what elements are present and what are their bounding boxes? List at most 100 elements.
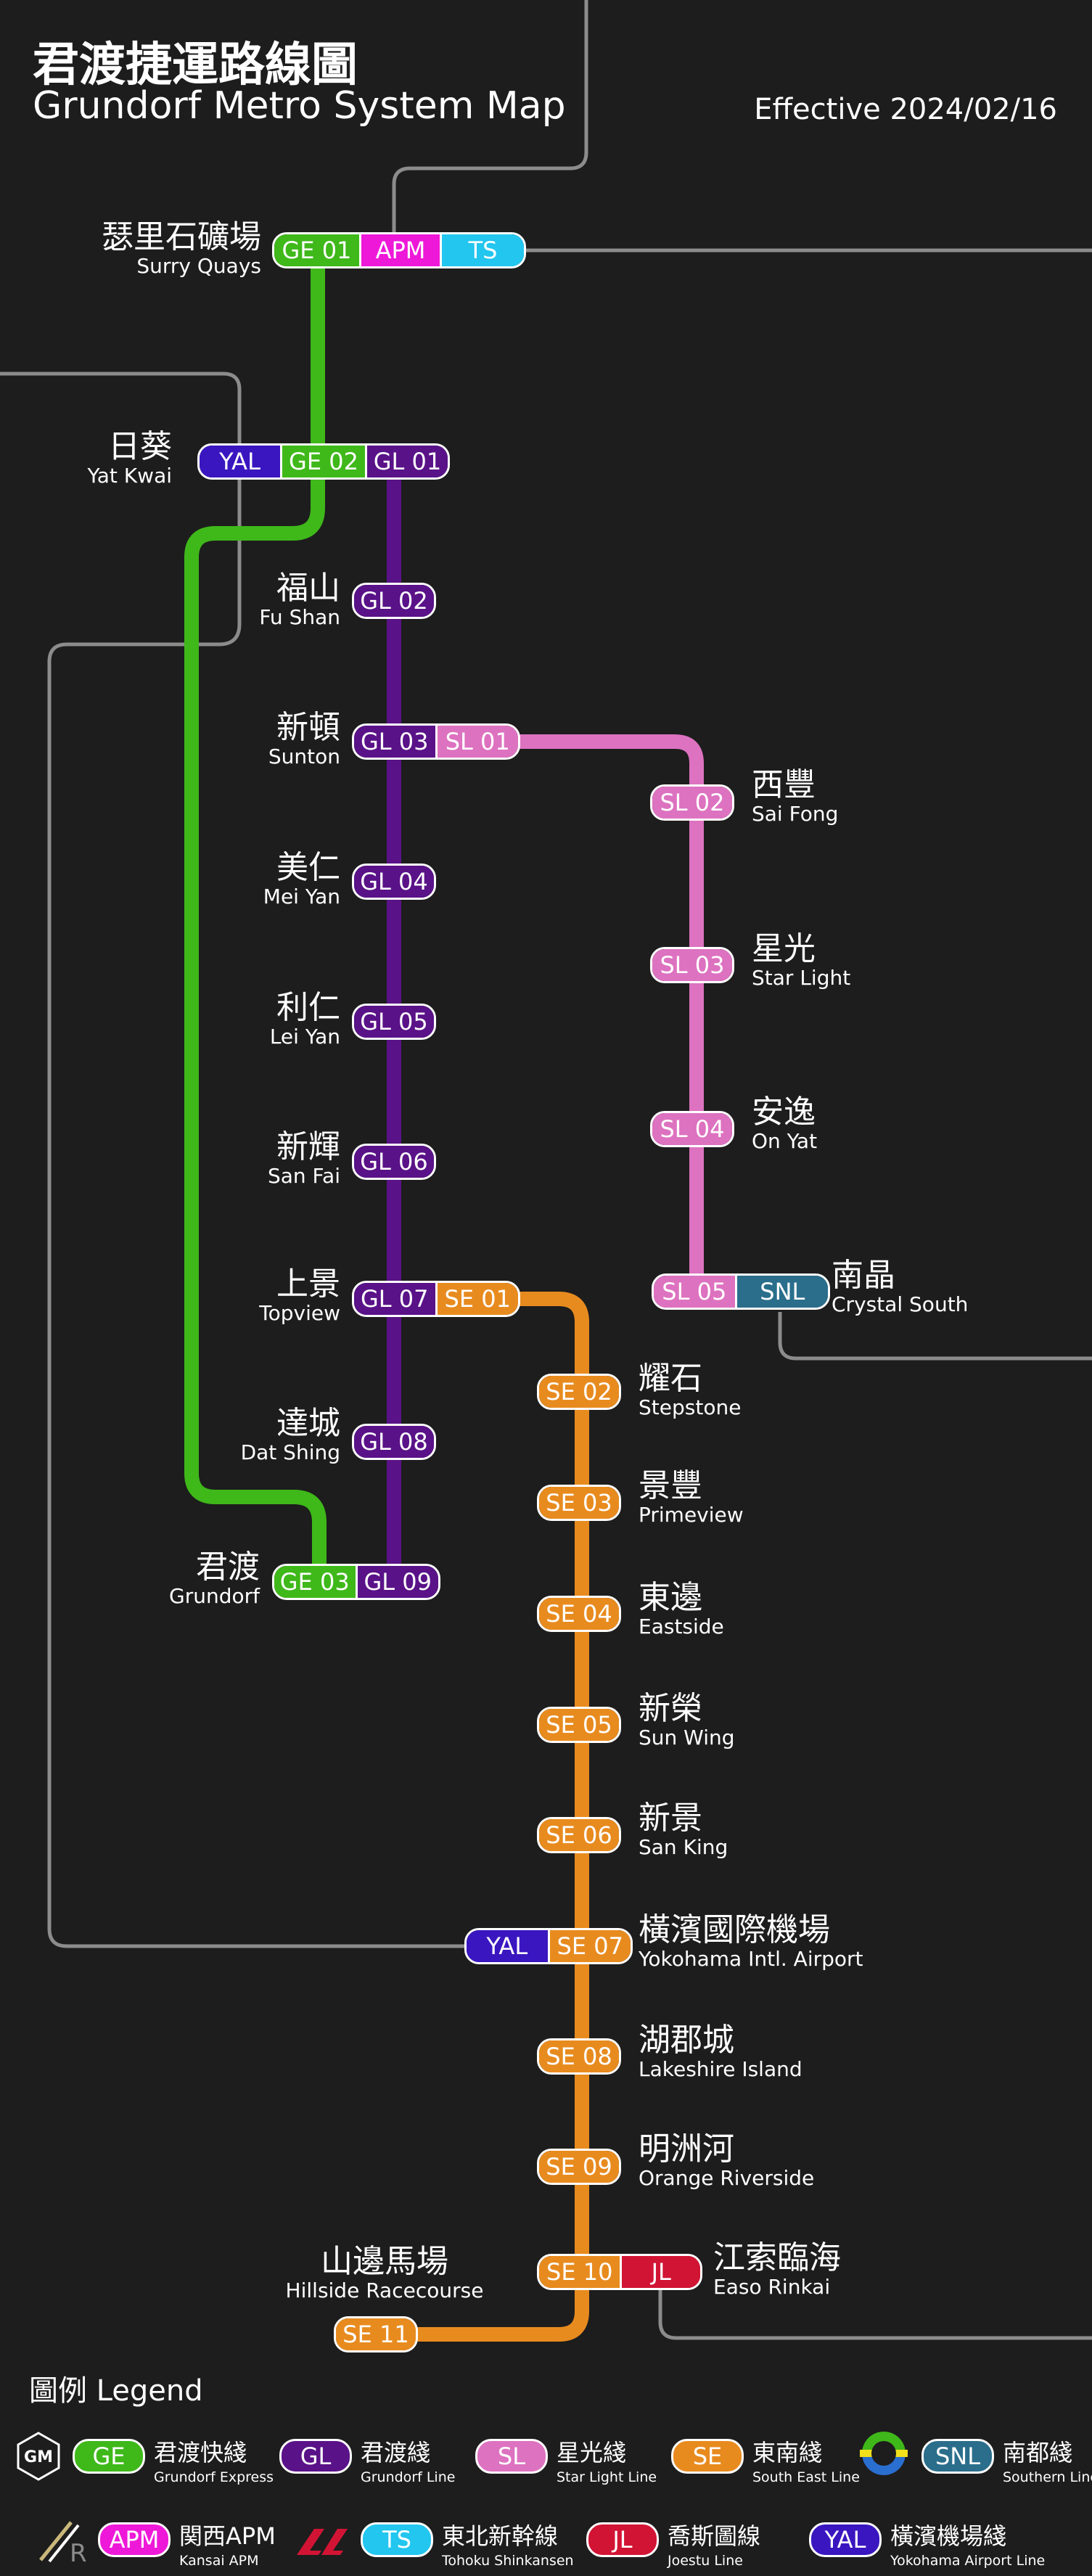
station-label-crystal-south[interactable]: 南晶 Crystal South [832, 1257, 969, 1316]
station-label-surry-quays[interactable]: 瑟里石礦場 Surry Quays [102, 218, 261, 278]
station-label-fu-shan[interactable]: 福山 Fu Shan [259, 570, 340, 629]
station-code: SL 03 [652, 949, 732, 981]
station-label-stepstone[interactable]: 耀石 Stepstone [639, 1360, 742, 1419]
station-pill-mei-yan[interactable]: GL 04 [352, 864, 436, 900]
legend-pill-ts: TS [361, 2522, 433, 2557]
station-code: SE 09 [539, 2151, 619, 2183]
grey-line-jl [658, 2286, 1092, 2340]
station-code: GL 06 [354, 1146, 434, 1178]
station-label-topview[interactable]: 上景 Topview [259, 1266, 340, 1325]
station-label-san-fai[interactable]: 新輝 San Fai [267, 1128, 340, 1188]
station-code: SE 08 [539, 2040, 619, 2072]
station-label-sai-fong[interactable]: 西豐 Sai Fong [752, 766, 839, 826]
station-pill-lei-yan[interactable]: GL 05 [352, 1004, 436, 1040]
station-label-yokohama-airport[interactable]: 橫濱國際機場 Yokohama Intl. Airport [639, 1911, 863, 1971]
station-pill-eastside[interactable]: SE 04 [537, 1596, 621, 1632]
station-pill-sun-wing[interactable]: SE 05 [537, 1707, 621, 1743]
station-code: YAL [200, 446, 281, 477]
station-code: APM [358, 234, 440, 266]
station-label-star-light[interactable]: 星光 Star Light [752, 930, 851, 990]
station-label-grundorf[interactable]: 君渡 Grundorf [169, 1549, 260, 1608]
station-code: SNL [734, 1276, 828, 1308]
station-code: GL 05 [354, 1006, 434, 1038]
station-code: SE 11 [336, 2318, 416, 2350]
station-code: SE 01 [435, 1283, 518, 1315]
se-line [381, 1292, 589, 2342]
station-code: SE 10 [539, 2256, 620, 2288]
legend-title: 圖例 Legend [29, 2374, 203, 2408]
station-label-yat-kwai[interactable]: 日葵 Yat Kwai [87, 428, 172, 488]
station-pill-dat-shing[interactable]: GL 08 [352, 1424, 436, 1460]
station-pill-fu-shan[interactable]: GL 02 [352, 583, 436, 619]
station-label-primeview[interactable]: 景豐 Primeview [639, 1467, 744, 1527]
station-code: SL 01 [435, 726, 518, 758]
legend-pill-ge: GE [73, 2439, 145, 2474]
station-code: GL 03 [354, 726, 435, 758]
svg-text:GM: GM [24, 2448, 53, 2466]
station-code: SE 07 [547, 1930, 631, 1962]
station-label-lakeshire[interactable]: 湖郡城 Lakeshire Island [639, 2022, 802, 2081]
station-label-lei-yan[interactable]: 利仁 Lei Yan [269, 989, 340, 1049]
station-label-hillside[interactable]: 山邊馬場 Hillside Racecourse [285, 2243, 484, 2302]
station-pill-lakeshire[interactable]: SE 08 [537, 2038, 621, 2075]
station-code: SL 02 [652, 787, 732, 819]
station-code: SE 03 [539, 1487, 619, 1519]
gm-logo-icon: GM [17, 2432, 60, 2481]
station-code: GL 08 [354, 1426, 434, 1458]
station-pill-san-fai[interactable]: GL 06 [352, 1144, 436, 1180]
station-code: GE 03 [274, 1566, 356, 1598]
station-code: GE 02 [280, 446, 365, 477]
station-code: GL 04 [354, 866, 434, 898]
southern-line-logo-icon [860, 2432, 908, 2475]
station-pill-orange-riverside[interactable]: SE 09 [537, 2149, 621, 2185]
station-pill-sai-fong[interactable]: SL 02 [650, 784, 734, 821]
grey-line-top [392, 0, 588, 250]
station-label-eastside[interactable]: 東邊 Eastside [639, 1579, 724, 1638]
station-pill-star-light[interactable]: SL 03 [650, 947, 734, 983]
station-code: SL 04 [652, 1113, 732, 1145]
station-label-sunton[interactable]: 新頓 Sunton [268, 709, 340, 768]
effective-date: Effective 2024/02/16 [754, 93, 1057, 126]
station-code: GE 01 [274, 234, 359, 266]
ge-line [184, 250, 327, 1582]
legend-pill-jl: JL [586, 2522, 659, 2557]
connector-lines [0, 0, 1092, 2340]
station-code: SE 02 [539, 1376, 619, 1408]
station-code: GL 07 [354, 1283, 435, 1315]
station-pill-primeview[interactable]: SE 03 [537, 1485, 621, 1521]
station-label-dat-shing[interactable]: 達城 Dat Shing [240, 1405, 340, 1464]
station-code: TS [440, 234, 524, 266]
station-label-orange-riverside[interactable]: 明洲河 Orange Riverside [639, 2130, 815, 2190]
station-label-mei-yan[interactable]: 美仁 Mei Yan [263, 849, 340, 908]
station-code: GL 09 [355, 1566, 438, 1598]
map-title-zh: 君渡捷運路線圖 [33, 38, 358, 92]
station-pill-on-yat[interactable]: SL 04 [650, 1111, 734, 1147]
station-label-on-yat[interactable]: 安逸 On Yat [752, 1094, 818, 1153]
station-code: SE 04 [539, 1598, 619, 1630]
station-label-easo-rinkai[interactable]: 江索臨海 Easo Rinkai [713, 2239, 841, 2299]
station-code: SE 05 [539, 1709, 619, 1741]
station-label-sun-wing[interactable]: 新榮 Sun Wing [639, 1690, 735, 1750]
station-pill-san-king[interactable]: SE 06 [537, 1817, 621, 1853]
station-pill-hillside[interactable]: SE 11 [334, 2316, 418, 2353]
station-pill-stepstone[interactable]: SE 02 [537, 1374, 621, 1410]
station-label-san-king[interactable]: 新景 San King [639, 1800, 728, 1859]
legend-pill-snl: SNL [921, 2439, 994, 2474]
station-code: SL 05 [654, 1276, 735, 1308]
legend-pill-apm: APM [98, 2522, 171, 2557]
station-code: SE 06 [539, 1819, 619, 1851]
